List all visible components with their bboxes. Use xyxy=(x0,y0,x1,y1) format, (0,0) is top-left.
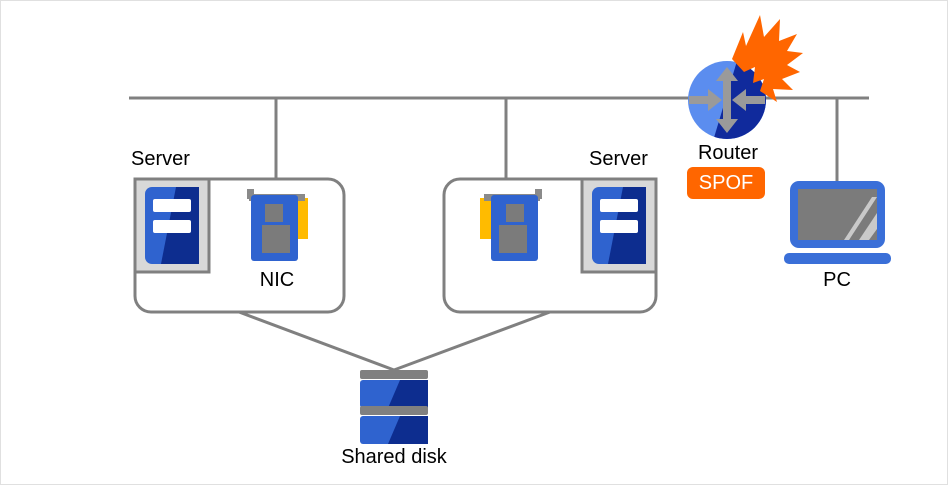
server-left-tower-icon xyxy=(133,177,211,274)
server-right-nic-icon xyxy=(480,189,542,261)
link-server-right-to-disk xyxy=(393,310,551,372)
shared-disk-upper-shade xyxy=(388,380,428,408)
failure-lightning-icon xyxy=(732,15,803,102)
pc-label: PC xyxy=(823,269,851,291)
shared-disk-lower-shade xyxy=(388,416,428,444)
spof-badge[interactable]: SPOF xyxy=(687,167,765,199)
shared-disk-links xyxy=(238,310,551,372)
server-right-label: Server xyxy=(589,148,648,170)
server-right[interactable] xyxy=(442,177,658,314)
server-left-label: Server xyxy=(131,148,190,170)
router-label: Router xyxy=(697,142,759,164)
pc-base xyxy=(784,253,891,264)
pc-screen-glare-icon xyxy=(844,197,877,240)
router-arrows-icon xyxy=(689,67,765,133)
shared-disk[interactable] xyxy=(360,370,428,444)
nic-label: NIC xyxy=(259,269,295,291)
router[interactable] xyxy=(688,15,803,141)
server-right-tower-icon xyxy=(580,177,658,274)
pc[interactable] xyxy=(784,181,891,264)
server-left[interactable] xyxy=(133,177,346,314)
shared-disk-mid-bar xyxy=(360,406,428,415)
shared-disk-label: Shared disk xyxy=(341,446,447,468)
link-server-left-to-disk xyxy=(238,310,395,372)
shared-disk-top-bar xyxy=(360,370,428,379)
server-left-nic-icon xyxy=(247,189,308,261)
